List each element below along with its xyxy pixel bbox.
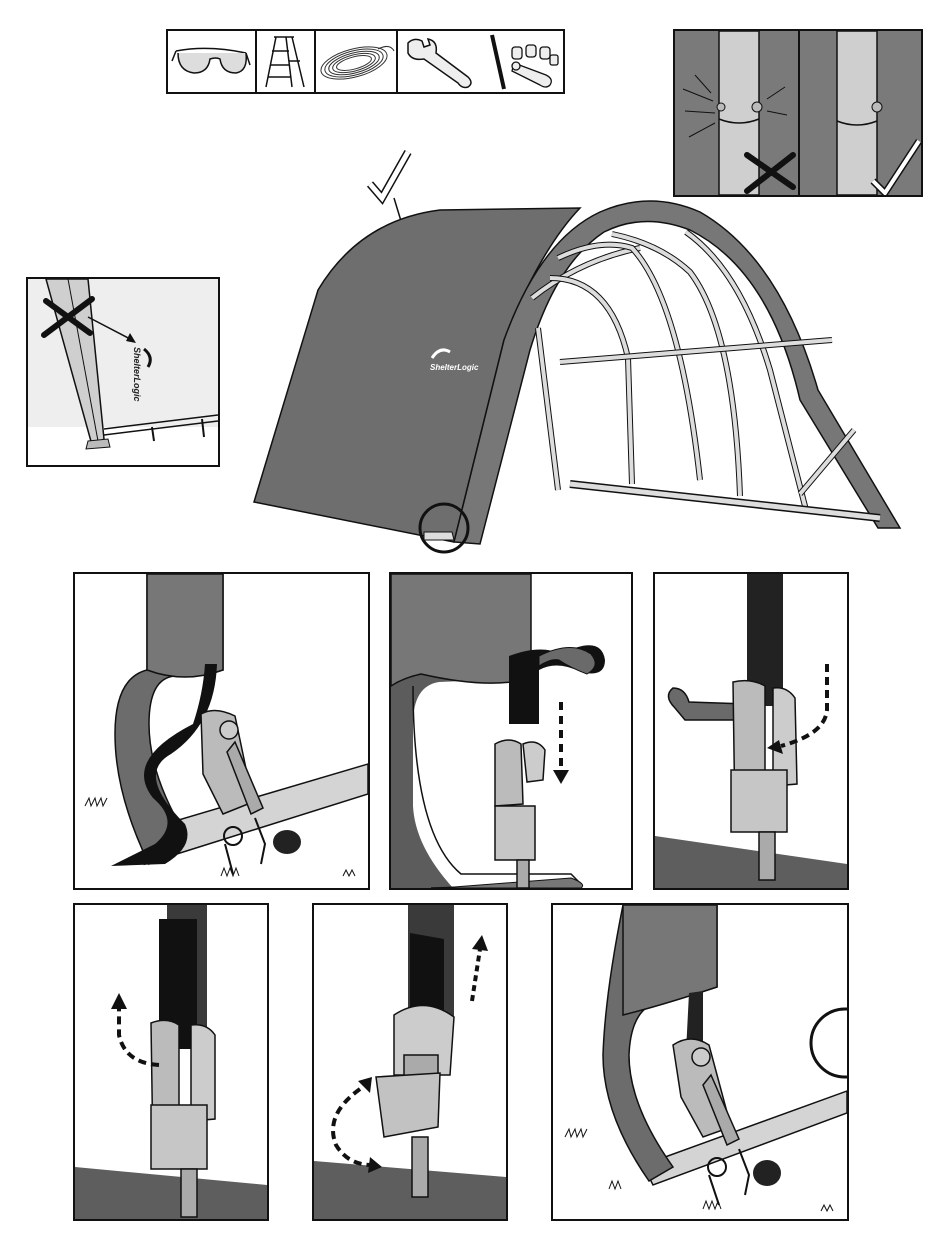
grass-tufts [565, 1129, 833, 1211]
step-5-crank-ratchet [312, 903, 508, 1221]
rope-icon [318, 41, 394, 86]
ratchet-buckle [495, 740, 545, 888]
check-mark-icon [370, 152, 408, 198]
ratchet-buckle [673, 1039, 739, 1145]
rotate-arrow-icon [333, 1089, 372, 1165]
svg-text:ShelterLogic: ShelterLogic [430, 363, 479, 372]
step-6-tensioned-result [551, 903, 849, 1221]
adjustable-wrench-icon [408, 39, 471, 88]
step-ladder-icon [266, 37, 304, 87]
safety-glasses-icon [172, 48, 250, 73]
step-3-thread-through-spool [653, 572, 849, 890]
tools-strip [166, 29, 565, 94]
shelter-cover [254, 208, 580, 542]
step-2-thread-strap-down [389, 572, 633, 890]
step-4-pull-strap-up [73, 903, 269, 1221]
divider-slash [492, 35, 504, 89]
shelter-illustration: ShelterLogic [240, 140, 910, 560]
circle-callout [811, 1009, 847, 1077]
up-arrow-icon [472, 949, 480, 1001]
socket-set-icon [512, 45, 558, 87]
step-1-strap-around-base [73, 572, 370, 890]
svg-text:ShelterLogic: ShelterLogic [132, 347, 142, 402]
logo-wrong-side-panel: ShelterLogic [26, 277, 220, 467]
